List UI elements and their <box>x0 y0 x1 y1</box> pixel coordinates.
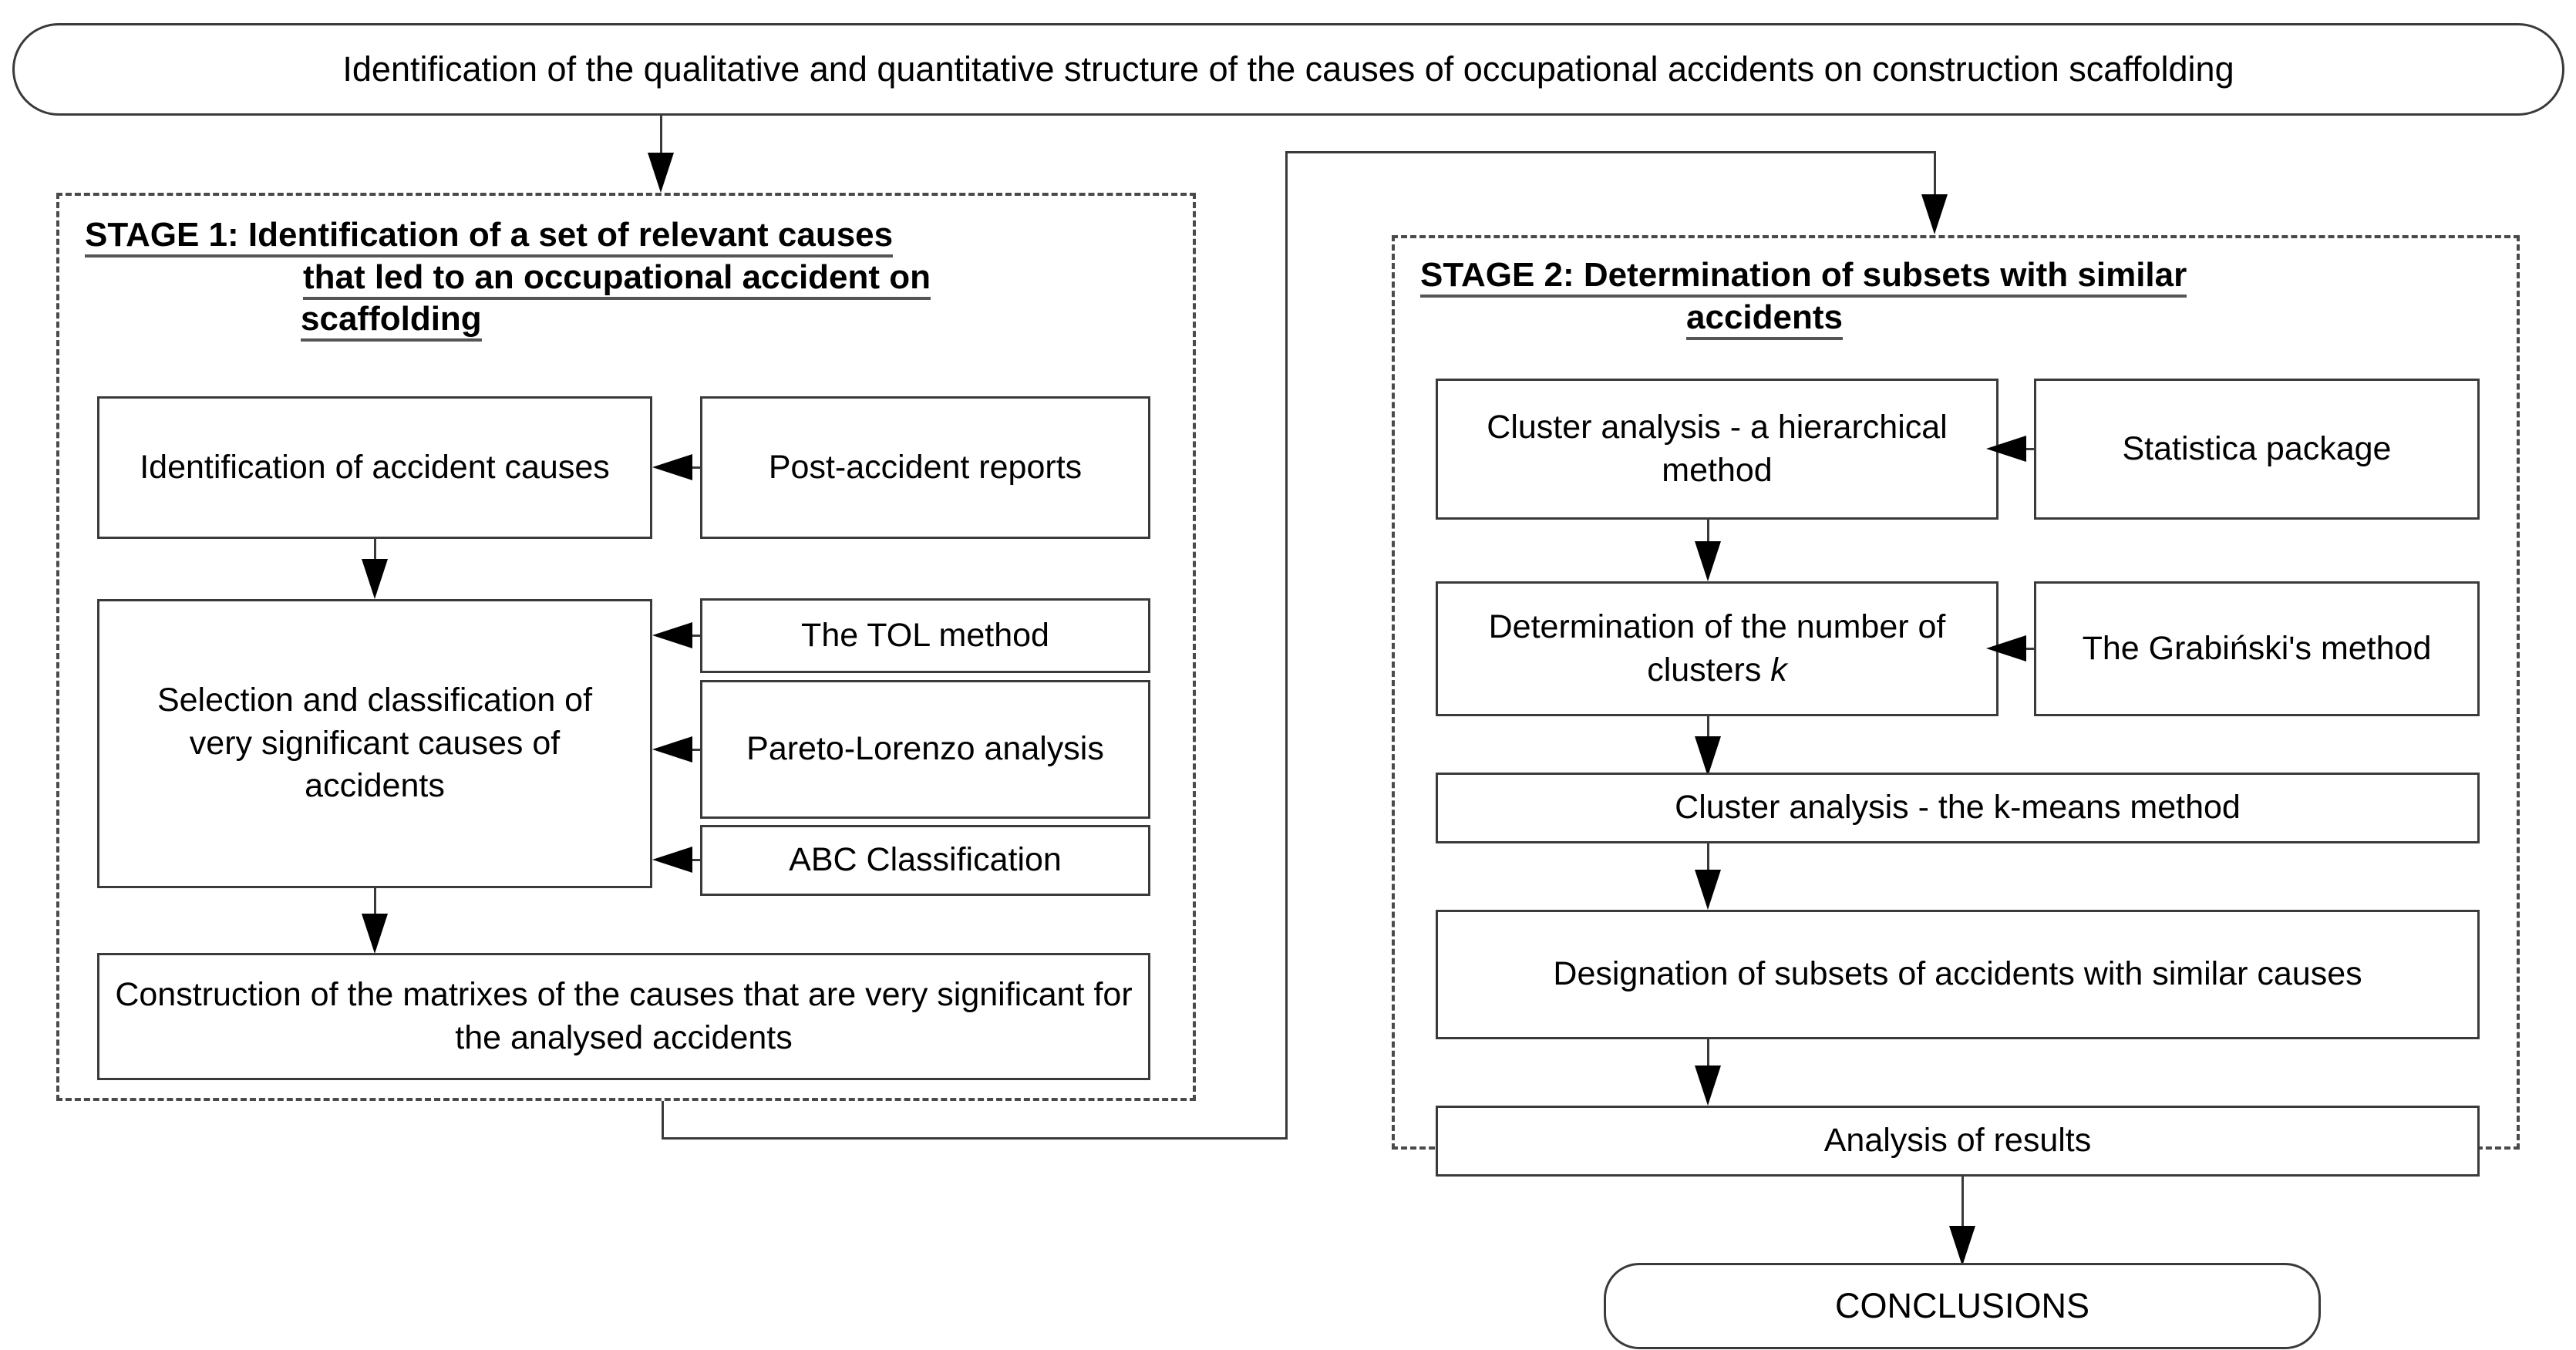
arrowhead-pareto-to-selection <box>652 736 692 763</box>
node-matrixes-label: Construction of the matrixes of the caus… <box>115 975 1133 1056</box>
arrowhead-selection-to-matrixes <box>362 914 388 954</box>
arrowhead-identification-to-selection <box>362 559 388 599</box>
connector-stage1-to-stage2-right <box>662 1137 1288 1140</box>
node-grabinski-method: The Grabiński's method <box>2034 581 2480 716</box>
stage1-title-line1: STAGE 1: Identification of a set of rele… <box>85 216 894 258</box>
node-pareto-label: Pareto-Lorenzo analysis <box>746 730 1104 768</box>
arrowhead-title-to-stage1 <box>648 153 674 193</box>
node-abc-label: ABC Classification <box>789 841 1062 879</box>
node-construction-of-matrixes: Construction of the matrixes of the caus… <box>97 953 1150 1080</box>
node-conclusions: CONCLUSIONS <box>1604 1263 2321 1349</box>
node-designation-of-subsets: Designation of subsets of accidents with… <box>1436 910 2480 1039</box>
node-selection-classification: Selection and classification of very sig… <box>97 599 652 888</box>
node-identification-label: Identification of accident causes <box>140 448 610 486</box>
node-grabinski-label: The Grabiński's method <box>2082 629 2432 667</box>
stage1-title: STAGE 1: Identification of a set of rele… <box>77 214 1172 342</box>
stage2-title: STAGE 2: Determination of subsets with s… <box>1413 254 2496 340</box>
arrowhead-tol-to-selection <box>652 622 692 648</box>
node-cluster-hierarchical-label: Cluster analysis - a hierarchical method <box>1487 408 1948 489</box>
connector-selection-to-matrixes <box>374 888 376 917</box>
arrowhead-grabinski-to-determination <box>1986 635 2026 662</box>
stage1-title-line2: that led to an occupational accident on <box>302 258 931 300</box>
stage1-container <box>56 193 1196 1101</box>
stage2-title-line1: STAGE 2: Determination of subsets with s… <box>1420 256 2187 298</box>
node-post-accident-reports: Post-accident reports <box>700 396 1150 539</box>
arrowhead-stage1-to-stage2 <box>1921 194 1948 234</box>
connector-designation-to-analysis <box>1707 1039 1709 1069</box>
node-determination-k-variable: k <box>1770 651 1787 688</box>
connector-determination-to-kmeans <box>1707 716 1709 739</box>
connector-stage2-to-conclusions <box>1961 1177 1964 1229</box>
node-statistica-label: Statistica package <box>2122 429 2392 467</box>
node-abc-classification: ABC Classification <box>700 825 1150 896</box>
node-pareto-lorenzo-analysis: Pareto-Lorenzo analysis <box>700 680 1150 819</box>
node-designation-label: Designation of subsets of accidents with… <box>1553 955 2362 993</box>
node-determination-number-of-clusters: Determination of the number of clusters … <box>1436 581 1999 716</box>
connector-stage1-to-stage2-down <box>662 1101 664 1140</box>
node-determination-k-label: Determination of the number of clusters <box>1488 608 1946 688</box>
arrowhead-determination-to-kmeans <box>1695 736 1721 776</box>
node-tol-method: The TOL method <box>700 598 1150 673</box>
arrowhead-cluster-to-determination <box>1695 541 1721 581</box>
node-identification-of-accident-causes: Identification of accident causes <box>97 396 652 539</box>
node-selection-label: Selection and classification of very sig… <box>157 681 593 805</box>
arrowhead-kmeans-to-designation <box>1695 870 1721 910</box>
connector-stage1-to-stage2-top <box>1285 151 1936 153</box>
connector-title-to-stage1 <box>660 116 662 154</box>
node-analysis-results-label: Analysis of results <box>1823 1122 2092 1160</box>
arrowhead-reports-to-identification <box>652 454 692 480</box>
connector-cluster-to-determination <box>1707 520 1709 544</box>
node-tol-method-label: The TOL method <box>801 616 1049 654</box>
node-statistica-package: Statistica package <box>2034 379 2480 520</box>
connector-stage1-to-stage2-enter <box>1934 151 1936 196</box>
stage2-title-line2: accidents <box>1686 298 1843 340</box>
node-kmeans-label: Cluster analysis - the k-means method <box>1675 789 2241 826</box>
connector-identification-to-selection <box>374 539 376 562</box>
node-cluster-analysis-hierarchical: Cluster analysis - a hierarchical method <box>1436 379 1999 520</box>
node-conclusions-label: CONCLUSIONS <box>1834 1285 2090 1325</box>
stage1-title-line3: scaffolding <box>301 300 482 342</box>
node-analysis-of-results: Analysis of results <box>1436 1106 2480 1177</box>
title-node-label: Identification of the qualitative and qu… <box>342 49 2234 89</box>
title-node: Identification of the qualitative and qu… <box>12 23 2564 116</box>
arrowhead-designation-to-analysis <box>1695 1066 1721 1106</box>
arrowhead-abc-to-selection <box>652 847 692 873</box>
arrowhead-statistica-to-cluster <box>1986 436 2026 462</box>
connector-stage1-to-stage2-up <box>1285 151 1288 1140</box>
connector-kmeans-to-designation <box>1707 843 1709 873</box>
node-cluster-analysis-kmeans: Cluster analysis - the k-means method <box>1436 773 2480 843</box>
node-post-accident-reports-label: Post-accident reports <box>768 448 1083 486</box>
arrowhead-stage2-to-conclusions <box>1949 1226 1975 1266</box>
